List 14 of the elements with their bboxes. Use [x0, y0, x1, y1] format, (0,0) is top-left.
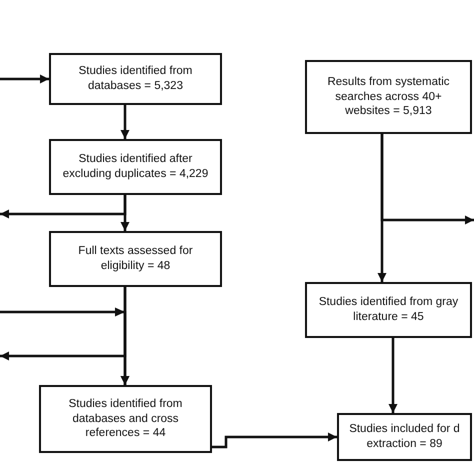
process-box — [39, 385, 212, 453]
box-text: Studies identified from databases and cross references = 44 — [68, 396, 184, 442]
process-box — [305, 60, 472, 134]
box-text: Full texts assessed for eligibility = 48 — [77, 244, 194, 274]
box-text: Studies included for d extraction = 89 — [348, 422, 461, 452]
box-text: Results from systematic searches across 40+ websites = 5,913 — [326, 74, 451, 120]
box-text: Studies identified from databases = 5,323 — [78, 64, 194, 94]
box-text: Studies identified after excluding duplicates = 4,229 — [62, 152, 210, 182]
process-box — [305, 282, 472, 338]
process-box — [49, 231, 222, 287]
process-box — [49, 139, 222, 195]
process-box — [337, 413, 472, 461]
process-box — [49, 53, 222, 105]
box-text: Studies identified from gray literature = 45 — [318, 295, 460, 325]
